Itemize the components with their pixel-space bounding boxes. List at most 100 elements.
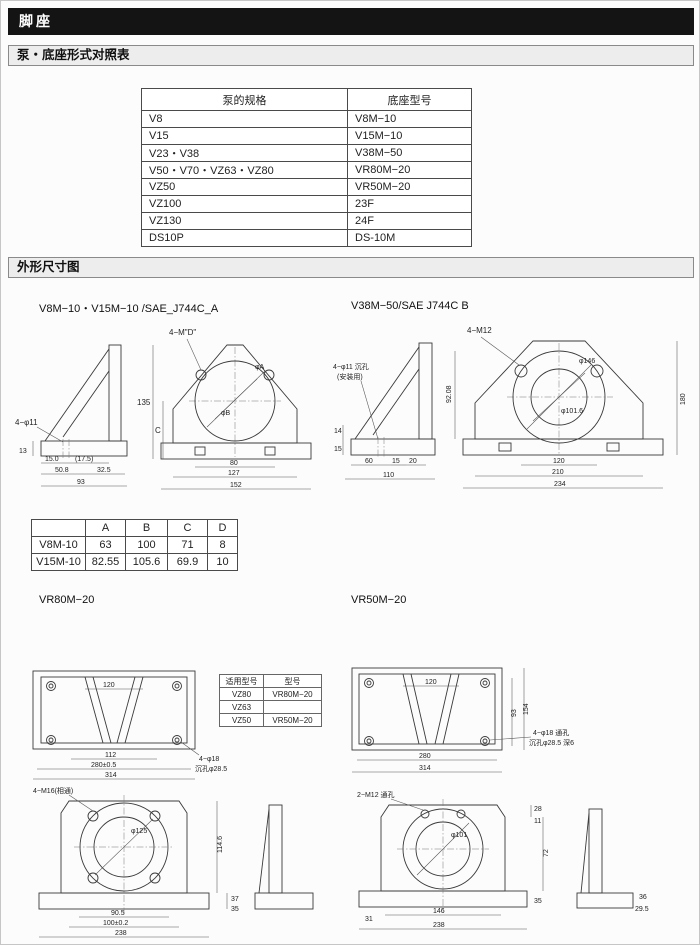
pump-cell: V50・V70・VZ63・VZ80 xyxy=(141,161,348,179)
dim-label: 37 xyxy=(231,896,239,903)
column-header: C xyxy=(167,519,208,537)
dim-label: 沉孔φ28.5 深6 xyxy=(529,738,574,747)
value-cell: 105.6 xyxy=(125,553,168,571)
model-cell: V8M-10 xyxy=(31,536,86,554)
dim-label: 11 xyxy=(534,818,541,825)
section-header-pump-base-table: 泵・底座形式对照表 xyxy=(8,45,694,66)
pump-cell: V8 xyxy=(141,110,348,128)
dim-label: 238 xyxy=(433,922,445,929)
abcd-dimension-table: A B C D V8M-10 63 100 71 8 V15M-10 82.55… xyxy=(31,519,238,571)
dim-label: 80 xyxy=(230,460,238,467)
drawing-vr50m: 120 93 154 280 314 4−φ18 通孔 沉孔φ28.5 深6 2… xyxy=(351,667,649,930)
dim-label: φA xyxy=(255,364,265,371)
page-title: 脚座 xyxy=(8,8,694,35)
dim-label: 沉孔φ28.5 xyxy=(195,765,227,773)
dim-label: 35 xyxy=(231,906,239,913)
drawing-title-vr80m: VR80M−20 xyxy=(39,594,95,606)
base-cell: VR50M−20 xyxy=(347,178,472,196)
dim-label: 120 xyxy=(553,458,565,465)
base-cell: 23F xyxy=(347,195,472,213)
dim-label: 4−φ11 沉孔 xyxy=(333,363,369,371)
column-header: B xyxy=(125,519,168,537)
pump-cell: V15 xyxy=(141,127,348,145)
model-cell: V15M-10 xyxy=(31,553,86,571)
dim-label: 234 xyxy=(554,481,566,488)
dim-label: φB xyxy=(221,410,231,417)
pump-cell: VZ50 xyxy=(141,178,348,196)
front-view xyxy=(160,344,312,460)
dim-label: 60 xyxy=(365,458,373,465)
table-row: V15M-10 82.55 105.6 69.9 10 xyxy=(31,553,238,571)
dim-label: 280 xyxy=(419,753,431,760)
table-row: V8M-10 63 100 71 8 xyxy=(31,536,238,554)
dim-label: 50.8 xyxy=(55,467,69,474)
dim-label: 15 xyxy=(392,458,400,465)
column-header xyxy=(31,519,86,537)
column-header-pump: 泵的规格 xyxy=(141,88,348,111)
dim-label: 152 xyxy=(230,482,242,489)
dim-label: 4−φ18 xyxy=(199,756,219,763)
value-cell: 63 xyxy=(85,536,126,554)
dim-label: φ146 xyxy=(579,358,595,365)
dim-label: 120 xyxy=(425,679,437,686)
side-view xyxy=(40,344,128,457)
top-view xyxy=(351,667,503,751)
table-header-row: 泵的规格 底座型号 xyxy=(141,88,472,111)
dim-label: 114.6 xyxy=(217,836,224,853)
model-cell: VR50M−20 xyxy=(263,713,322,727)
dim-label: 146 xyxy=(433,908,445,915)
dimension-lines xyxy=(33,688,228,938)
drawing-v38m: 4−φ11 沉孔 (安装用) 14 15 60 15 20 110 4−M12 … xyxy=(333,326,687,489)
drawing-vr80m: 120 112 280±0.5 314 4−φ18 沉孔φ28.5 4−M16(… xyxy=(32,670,314,938)
column-header-base: 底座型号 xyxy=(347,88,472,111)
dim-label: 180 xyxy=(680,393,687,405)
side-view xyxy=(576,808,634,909)
base-cell: 24F xyxy=(347,212,472,230)
dim-label: 4−M12 xyxy=(467,326,492,335)
dim-label: 154 xyxy=(523,703,530,715)
base-cell: DS-10M xyxy=(347,229,472,247)
pump-cell: VZ130 xyxy=(141,212,348,230)
dim-label: 90.5 xyxy=(111,910,125,917)
base-cell: V15M−10 xyxy=(347,127,472,145)
dim-label: 120 xyxy=(103,682,115,689)
dim-label: (安装用) xyxy=(337,372,363,381)
pump-cell: VZ100 xyxy=(141,195,348,213)
dim-label: 314 xyxy=(419,765,431,772)
value-cell: 8 xyxy=(207,536,238,554)
dim-label: 4−φ18 通孔 xyxy=(533,728,569,737)
dim-label: φ101 xyxy=(451,832,467,839)
dim-label: 280±0.5 xyxy=(91,762,116,769)
base-cell: V8M−10 xyxy=(347,110,472,128)
value-cell: 82.55 xyxy=(85,553,126,571)
dimension-lines xyxy=(352,668,544,930)
dim-label: 35 xyxy=(534,898,542,905)
drawing-title-vr50m: VR50M−20 xyxy=(351,594,407,606)
top-view xyxy=(32,670,196,750)
dim-label: 2−M12 通孔 xyxy=(357,790,395,799)
dimension-lines xyxy=(342,336,678,489)
dim-label: 32.5 xyxy=(97,467,111,474)
drawing-v8m: 4−φ11 13 15.0 (17.5) 50.8 32.5 93 4−M"D"… xyxy=(15,328,312,490)
side-view xyxy=(254,804,314,910)
dim-label: 112 xyxy=(105,752,116,759)
dim-label: 13 xyxy=(19,448,27,455)
dim-label: 4−M"D" xyxy=(169,328,196,337)
dim-label: 93 xyxy=(511,709,518,717)
dim-label: (17.5) xyxy=(75,456,93,463)
value-cell: 69.9 xyxy=(167,553,208,571)
dim-label: 4−M16(相通) xyxy=(33,786,73,795)
dim-label: 29.5 xyxy=(635,906,649,913)
hole-centerlines xyxy=(377,343,613,457)
column-header: D xyxy=(207,519,238,537)
dim-label: 72 xyxy=(543,849,550,857)
dim-label: 14 xyxy=(334,428,342,435)
base-cell: V38M−50 xyxy=(347,144,472,162)
dim-label: 15.0 xyxy=(45,456,59,463)
